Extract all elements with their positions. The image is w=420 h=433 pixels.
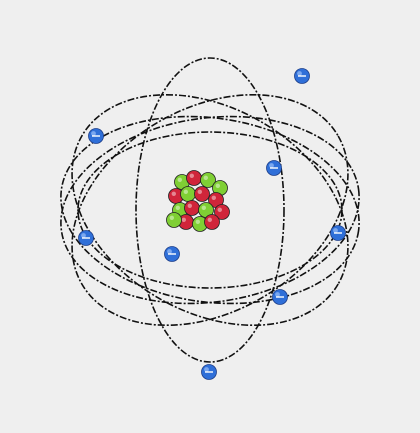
electron-highlight bbox=[204, 367, 209, 372]
proton bbox=[184, 200, 200, 216]
nucleon-highlight bbox=[215, 183, 220, 188]
nucleon-highlight bbox=[171, 191, 176, 196]
proton bbox=[194, 186, 210, 202]
electrons-group bbox=[78, 68, 346, 380]
electron bbox=[164, 246, 180, 262]
electron bbox=[294, 68, 310, 84]
electron bbox=[88, 128, 104, 144]
electron-highlight bbox=[81, 233, 86, 238]
nucleon-highlight bbox=[203, 175, 208, 180]
proton bbox=[214, 204, 230, 220]
electron bbox=[78, 230, 94, 246]
electron-highlight bbox=[297, 71, 302, 76]
nucleon-highlight bbox=[169, 215, 174, 220]
nucleon-highlight bbox=[189, 173, 194, 178]
nucleon-highlight bbox=[183, 189, 188, 194]
electron-highlight bbox=[333, 228, 338, 233]
electron-highlight bbox=[91, 131, 96, 136]
orbits-group bbox=[60, 57, 360, 363]
nucleon-highlight bbox=[217, 207, 222, 212]
neutron bbox=[200, 172, 216, 188]
proton bbox=[204, 214, 220, 230]
orbit-path bbox=[77, 131, 343, 289]
orbit-path bbox=[60, 115, 360, 305]
electron bbox=[201, 364, 217, 380]
nucleon-highlight bbox=[177, 177, 182, 182]
nucleon-highlight bbox=[197, 189, 202, 194]
neutron bbox=[180, 186, 196, 202]
nucleon-highlight bbox=[207, 217, 212, 222]
electron bbox=[272, 289, 288, 305]
electron bbox=[266, 160, 282, 176]
nucleon-highlight bbox=[195, 219, 200, 224]
nucleon-highlight bbox=[175, 205, 180, 210]
orbit-path bbox=[135, 57, 285, 363]
electron-highlight bbox=[167, 249, 172, 254]
neutron bbox=[166, 212, 182, 228]
orbit-path bbox=[71, 93, 349, 327]
orbit-path bbox=[71, 93, 349, 327]
nucleus bbox=[166, 170, 230, 232]
electron-highlight bbox=[269, 163, 274, 168]
electron-highlight bbox=[275, 292, 280, 297]
nucleon-highlight bbox=[211, 195, 216, 200]
orbit-path bbox=[60, 115, 360, 305]
electron bbox=[330, 225, 346, 241]
nucleon-highlight bbox=[201, 205, 206, 210]
proton bbox=[186, 170, 202, 186]
nucleon-highlight bbox=[187, 203, 192, 208]
nucleon-highlight bbox=[181, 217, 186, 222]
